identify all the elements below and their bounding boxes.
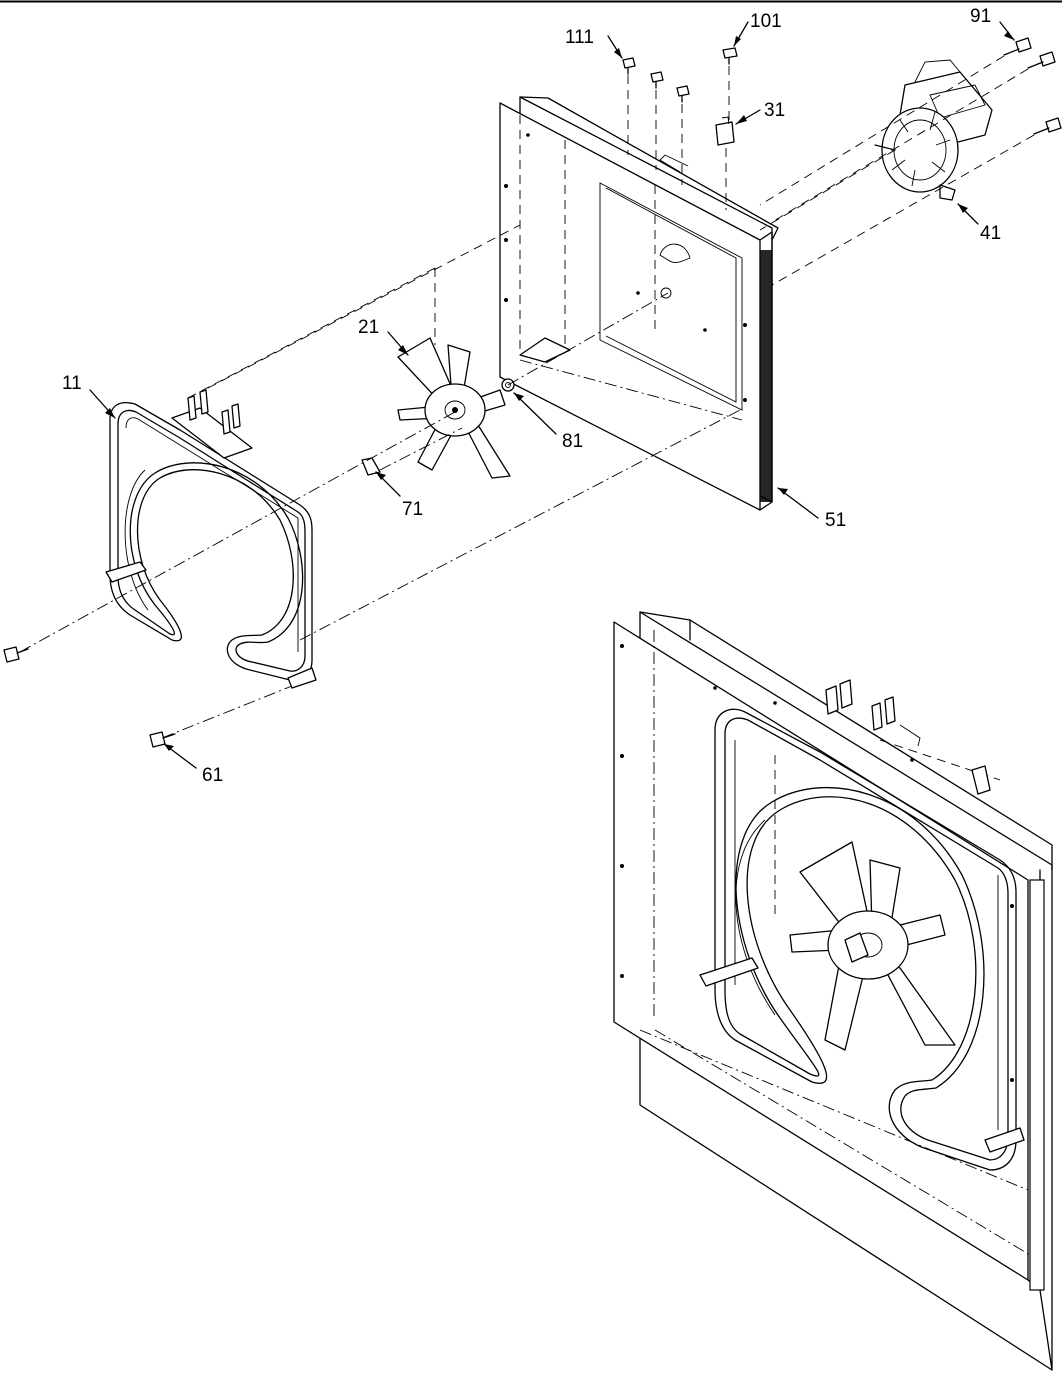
callout-101: 101 [750,11,782,32]
screw-61 [149,731,176,748]
callout-41: 41 [980,223,1002,244]
callout-leaders [89,21,1015,769]
callout-81: 81 [562,431,584,452]
screw-111 [622,57,636,75]
screw-left [3,646,29,663]
thermostat-31 [715,116,735,146]
callout-31: 31 [764,100,786,121]
fan-blade [397,337,511,479]
callout-21: 21 [358,317,380,338]
callout-71: 71 [402,499,424,520]
back-panel [499,96,779,511]
heating-element [105,389,317,689]
screw-91-a [1003,37,1032,56]
callout-91: 91 [970,6,992,27]
screw-top-3 [676,85,690,103]
spacer-71 [361,457,381,476]
screw-top-2 [650,71,664,89]
screw-91-b [1027,51,1056,69]
callout-11: 11 [62,373,82,394]
callout-51: 51 [825,510,847,531]
fan-motor [874,59,993,201]
callout-111: 111 [565,27,594,48]
screw-91-c [1033,117,1062,135]
screw-101 [722,47,738,65]
assembled-view [613,611,1053,1371]
callout-61: 61 [202,765,224,786]
